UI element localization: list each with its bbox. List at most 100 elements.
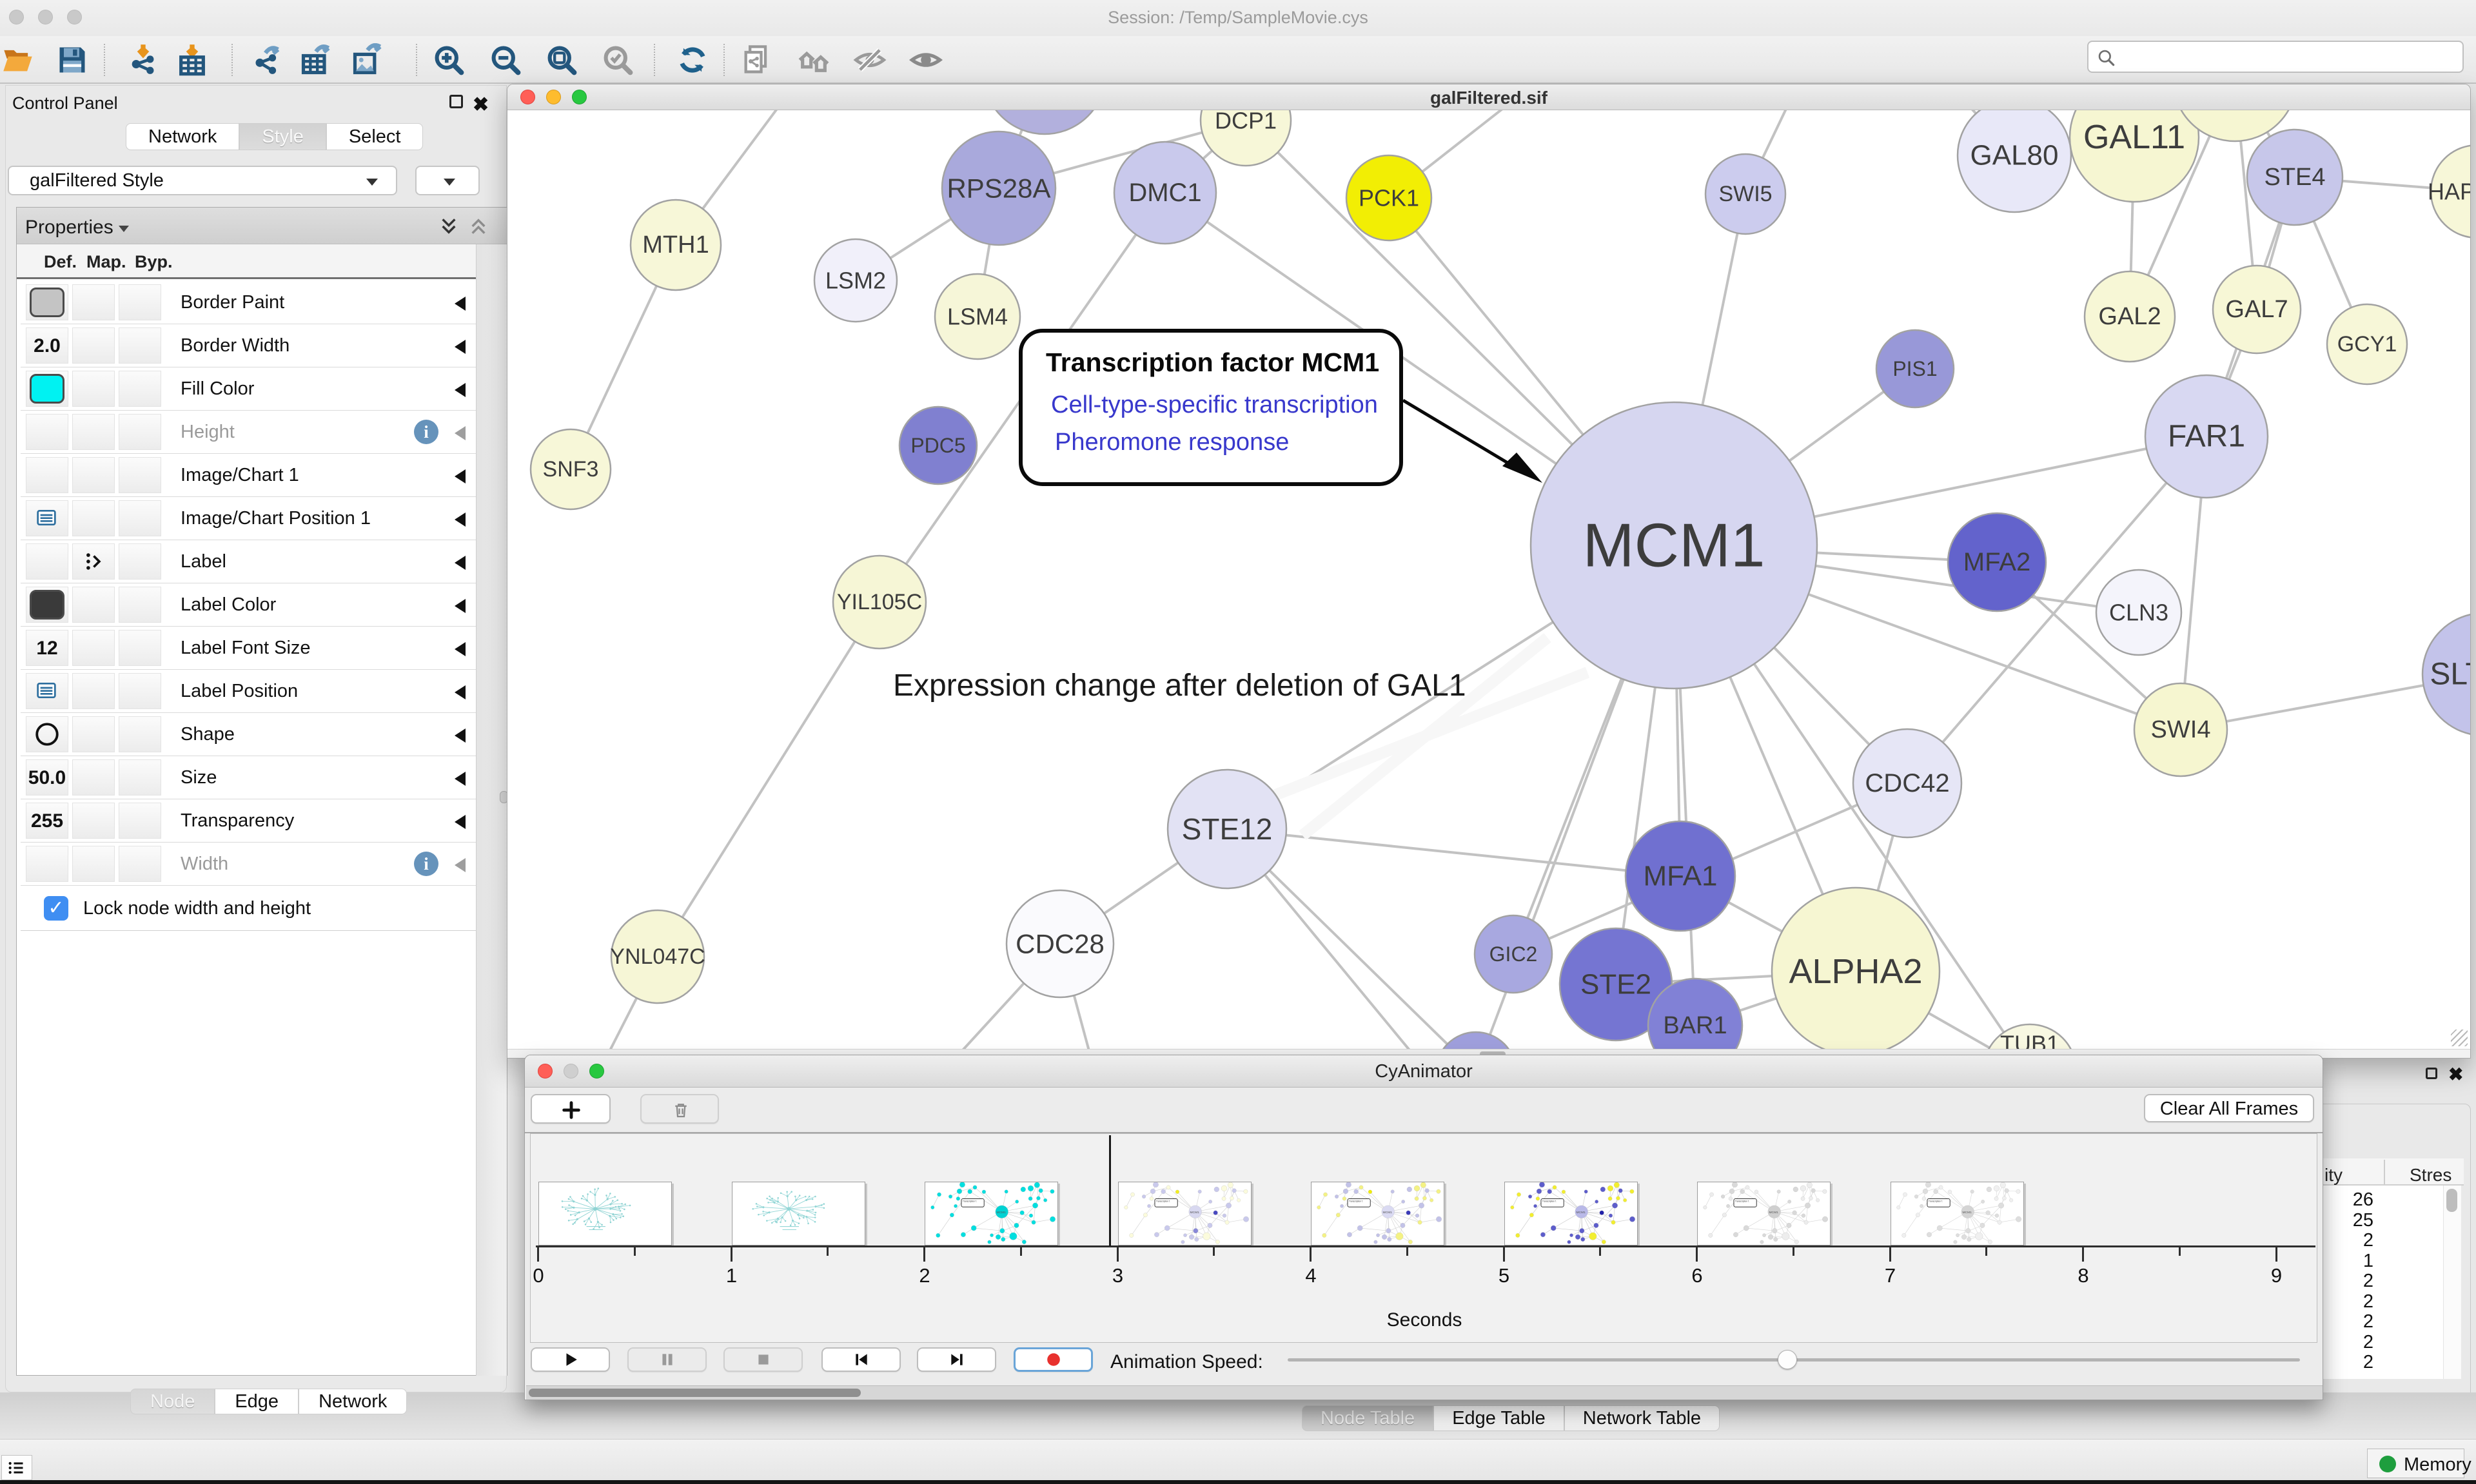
def-cell[interactable] <box>26 846 68 882</box>
default-value[interactable]: 255 <box>30 810 64 832</box>
default-swatch[interactable] <box>30 590 64 620</box>
window-close-icon[interactable] <box>520 90 535 104</box>
info-icon[interactable]: i <box>414 420 438 444</box>
tab-node[interactable]: Node <box>130 1389 215 1414</box>
timeline-frame-3[interactable]: Transcription f.MCM1 <box>1117 1182 1252 1245</box>
window-minimize-icon[interactable] <box>546 90 561 104</box>
node-YIL105C[interactable] <box>832 554 927 650</box>
node-BAR1[interactable] <box>1647 977 1744 1049</box>
node-STE4[interactable] <box>2246 128 2344 226</box>
open-folder-button[interactable] <box>1 43 35 77</box>
annotation-box[interactable] <box>1019 329 1403 486</box>
timeline-frame-5[interactable]: Transcription f.MCM1 <box>1504 1182 1638 1245</box>
timeline-playhead[interactable] <box>1108 1135 1111 1246</box>
expand-row-icon[interactable] <box>455 426 466 440</box>
expand-row-icon[interactable] <box>455 685 466 699</box>
copy-view-button[interactable] <box>740 43 774 77</box>
node-MFA2[interactable] <box>1947 512 2047 612</box>
home-button[interactable] <box>797 43 830 77</box>
expand-row-icon[interactable] <box>455 858 466 872</box>
expand-row-icon[interactable] <box>455 469 466 483</box>
export-table-button[interactable] <box>299 43 333 77</box>
export-image-button[interactable] <box>351 43 384 77</box>
byp-cell[interactable] <box>119 371 161 407</box>
expand-row-icon[interactable] <box>455 772 466 786</box>
map-cell[interactable] <box>72 371 115 407</box>
import-network-button[interactable] <box>126 43 160 77</box>
close-panel-icon[interactable]: ✖ <box>473 94 489 115</box>
table-cell[interactable]: 2 <box>2363 1291 2373 1312</box>
float-panel-icon[interactable] <box>449 95 463 108</box>
node-RPS28A[interactable] <box>941 130 1057 246</box>
node-GCY1[interactable] <box>2326 303 2408 386</box>
table-cell[interactable]: 2 <box>2363 1331 2373 1352</box>
property-row-image-chart-position-1[interactable]: Image/Chart Position 1 <box>21 497 476 540</box>
node-GIC2[interactable] <box>1473 914 1553 994</box>
window-minimize-icon[interactable] <box>38 10 53 24</box>
table-cell[interactable]: 1 <box>2363 1250 2373 1271</box>
annotation-link[interactable]: Cell-type-specific transcription <box>1051 391 1378 418</box>
map-cell[interactable] <box>72 803 115 839</box>
map-cell[interactable] <box>72 414 115 450</box>
byp-cell[interactable] <box>119 630 161 666</box>
property-row-fill-color[interactable]: Fill Color <box>21 367 476 411</box>
def-cell[interactable] <box>26 630 68 666</box>
node-BOTCUT[interactable] <box>1436 1031 1516 1049</box>
expand-row-icon[interactable] <box>455 513 466 527</box>
property-row-border-width[interactable]: 2.0 Border Width <box>21 324 476 367</box>
node-FAR1[interactable] <box>2144 374 2269 499</box>
def-cell[interactable] <box>26 543 68 580</box>
cyanimator-timeline[interactable]: Transcription f.MCM1 Transcription f.MCM1… <box>530 1133 2317 1343</box>
timeline-frame-6[interactable]: Transcription f.MCM1 <box>1697 1182 1831 1245</box>
node-CLN3[interactable] <box>2095 569 2183 656</box>
skip-start-button[interactable] <box>821 1347 901 1372</box>
byp-cell[interactable] <box>119 284 161 320</box>
delete-frame-button[interactable] <box>640 1094 719 1124</box>
animation-speed-knob[interactable] <box>1778 1350 1797 1369</box>
import-table-button[interactable] <box>175 43 209 77</box>
table-column-stress[interactable]: Stres <box>2410 1165 2452 1185</box>
node-CDC28[interactable] <box>1005 889 1115 999</box>
tab-style[interactable]: Style <box>239 123 326 150</box>
clear-all-frames-button[interactable]: Clear All Frames <box>2144 1094 2314 1122</box>
tab-network-table[interactable]: Network Table <box>1564 1405 1720 1431</box>
node-SWI5[interactable] <box>1704 153 1787 235</box>
byp-cell[interactable] <box>119 414 161 450</box>
node-ALPHA2[interactable] <box>1771 886 1941 1049</box>
zoom-out-button[interactable] <box>489 43 522 77</box>
table-column-ity[interactable]: ity <box>2324 1165 2343 1185</box>
tab-network[interactable]: Network <box>299 1389 408 1414</box>
default-value[interactable]: 50.0 <box>28 767 66 788</box>
node-MTH1[interactable] <box>629 199 722 291</box>
timeline-frame-7[interactable]: Transcription f.MCM1 <box>1890 1182 2024 1245</box>
node-SWI4[interactable] <box>2133 682 2228 777</box>
map-cell[interactable] <box>72 327 115 364</box>
property-row-size[interactable]: 50.0 Size <box>21 756 476 799</box>
node-MFA1[interactable] <box>1624 820 1736 932</box>
resize-grip[interactable] <box>2451 1030 2468 1046</box>
property-row-label[interactable]: Label <box>21 540 476 583</box>
node-LSM4[interactable] <box>934 273 1021 360</box>
node-DCP1[interactable] <box>1199 110 1292 167</box>
table-vscroll-thumb[interactable] <box>2446 1189 2457 1212</box>
property-row-width[interactable]: Width i <box>21 843 476 886</box>
table-cell[interactable]: 2 <box>2363 1271 2373 1291</box>
node-HAP2[interactable] <box>2430 144 2470 239</box>
memory-button[interactable]: Memory <box>2367 1449 2471 1478</box>
properties-scrollbar-track[interactable] <box>476 244 508 1376</box>
info-icon[interactable]: i <box>414 852 438 876</box>
property-row-label-position[interactable]: Label Position <box>21 670 476 713</box>
byp-cell[interactable] <box>119 803 161 839</box>
default-swatch[interactable] <box>30 288 64 317</box>
cyanimator-titlebar[interactable]: CyAnimator <box>525 1055 2323 1088</box>
tab-edge[interactable]: Edge <box>215 1389 299 1414</box>
tab-select[interactable]: Select <box>326 123 424 150</box>
byp-cell[interactable] <box>119 500 161 536</box>
expand-row-icon[interactable] <box>455 728 466 743</box>
zoom-in-button[interactable] <box>432 43 466 77</box>
node-YNL047C[interactable] <box>610 909 705 1004</box>
map-cell[interactable] <box>72 500 115 536</box>
property-row-shape[interactable]: Shape <box>21 713 476 756</box>
hide-eye-button[interactable] <box>853 43 887 77</box>
default-value[interactable]: 2.0 <box>34 335 61 356</box>
